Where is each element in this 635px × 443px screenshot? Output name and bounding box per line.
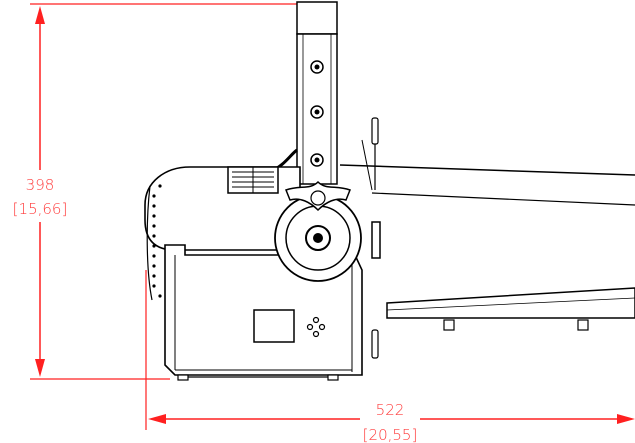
- fan-grille: [152, 184, 162, 298]
- width-arrow-right: [617, 414, 635, 424]
- height-inch-label: [15,66]: [13, 200, 68, 218]
- dimension-lines: [30, 3, 635, 430]
- tray-foot-left: [443, 319, 455, 331]
- width-arrow-left: [148, 414, 166, 424]
- width-mm-label: 522: [376, 401, 405, 419]
- yoke-top-block: [296, 1, 338, 35]
- height-arrow-bottom: [35, 359, 45, 377]
- lens-tray: [386, 287, 635, 319]
- shutter-handle-top: [371, 117, 379, 145]
- width-inch-label: [20,55]: [363, 426, 418, 443]
- foot-right: [327, 374, 339, 381]
- shutter-slot-mid: [371, 221, 381, 259]
- height-arrow-top: [35, 6, 45, 24]
- barrel-top-edge: [339, 164, 635, 176]
- foot-left: [177, 374, 189, 381]
- height-mm-label: 398: [26, 176, 55, 194]
- fixture: [144, 1, 635, 381]
- shutter-handle-bottom: [371, 329, 379, 359]
- display-screen: [253, 309, 295, 343]
- control-buttons: [306, 316, 326, 338]
- tray-foot-right: [577, 319, 589, 331]
- barrel-inner-edge: [371, 192, 635, 206]
